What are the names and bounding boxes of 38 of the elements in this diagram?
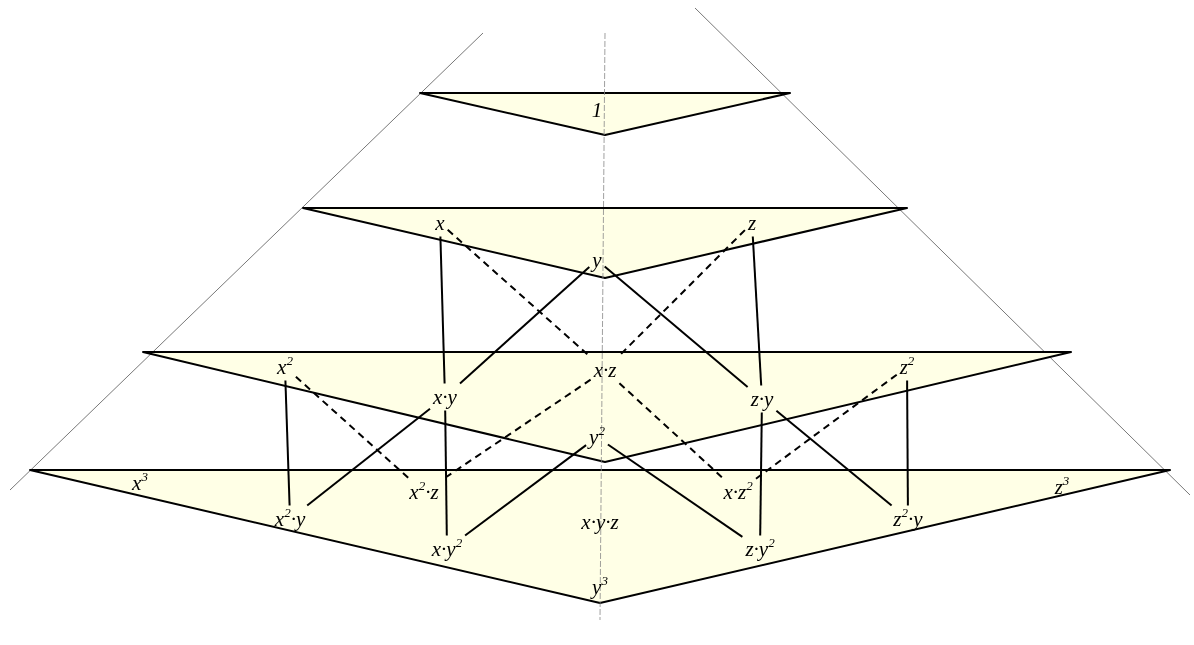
monomial-label: z·y (750, 388, 774, 410)
connector-line (294, 375, 410, 480)
monomial-label: x$^{2}$·y (274, 508, 306, 530)
connector-line (606, 443, 744, 538)
connector-line (459, 265, 591, 385)
monomial-label: x·z$^{2}$ (723, 481, 753, 503)
connector-line (751, 235, 763, 387)
connector-line (603, 265, 749, 388)
monomial-label: x·y$^{2}$ (431, 538, 463, 560)
triangle-plane (420, 93, 790, 135)
monomial-label: x·z (593, 359, 617, 381)
monomial-label: y (592, 249, 602, 271)
monomial-label: y$^{3}$ (592, 576, 608, 598)
monomial-label: x$^{2}$·z (409, 481, 439, 503)
connector-line (444, 409, 448, 537)
connector-line (306, 407, 431, 507)
connector-line (775, 409, 893, 507)
connector-line (284, 379, 291, 507)
connector-line (906, 379, 909, 507)
monomial-label: z$^{3}$ (1054, 476, 1070, 498)
connector-line (759, 411, 763, 537)
monomial-label: 1 (591, 99, 603, 121)
monomial-label: z$^{2}$ (899, 356, 915, 378)
connector-line (464, 444, 588, 537)
monomial-label: x$^{3}$ (132, 472, 148, 494)
triangle-plane (143, 352, 1071, 462)
monomial-label: x·y·z (581, 511, 619, 533)
monomial-label: x (435, 212, 445, 234)
connector-line (754, 373, 898, 480)
triangle-plane (30, 470, 1170, 603)
connector-line (618, 382, 725, 480)
connector-line (439, 235, 446, 385)
monomial-label: z·y$^{2}$ (745, 538, 775, 560)
monomial-label: x·y (433, 386, 457, 408)
monomial-label: y$^{2}$ (589, 426, 605, 448)
monomial-label: z (747, 212, 757, 234)
monomial-label: x$^{2}$ (277, 356, 293, 378)
triangle-plane (303, 208, 907, 278)
